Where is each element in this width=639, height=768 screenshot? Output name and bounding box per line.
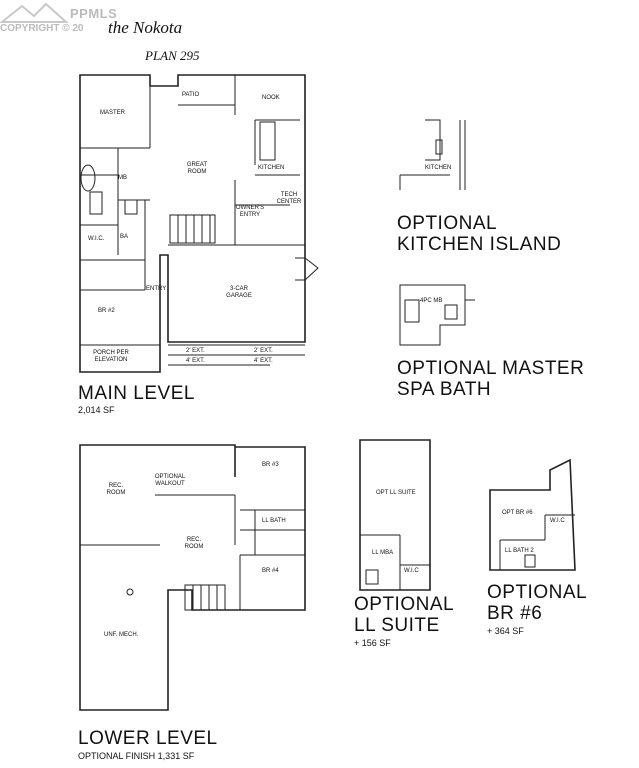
watermark-brand: PPMLS [70,6,118,21]
ext-label-3: 2' EXT. [254,348,273,354]
ext-label-4: 4' EXT. [254,358,273,364]
room-rec-1: REC. ROOM [106,483,126,496]
room-br2: BR #2 [98,308,115,314]
mountain-logo-icon [0,2,69,23]
opt-master-drawing [399,284,475,346]
lower-level-outline [79,444,306,711]
ext-label-2: 4' EXT. [186,358,205,364]
room-great-room: GREAT ROOM [186,162,208,175]
ll-suite-outline [359,439,431,591]
ll-suite-label-2: LL SUITE [354,615,440,636]
room-tech-center: TECH CENTER [276,192,302,205]
opt-master-room: 4PC MB [420,298,443,304]
room-wic: W.I.C. [88,236,105,242]
br6-area: + 364 SF [487,626,524,636]
opt-master-label-1: OPTIONAL MASTER [397,358,585,379]
opt-kitchen-label-1: OPTIONAL [397,213,498,234]
watermark-copyright: COPYRIGHT © 20 [0,23,84,34]
room-opt-ll-suite: OPT LL SUITE [376,490,416,496]
room-ll-bath: LL BATH [262,518,286,524]
room-walkout: OPTIONAL WALKOUT [154,474,186,487]
room-master: MASTER [100,110,126,116]
room-ba: BA [120,234,129,240]
room-rec-2: REC. ROOM [184,537,204,550]
room-ll-wic: W.I.C [404,568,419,574]
room-porch: PORCH PER ELEVATION [93,350,129,363]
room-mech: UNF. MECH. [104,632,139,638]
plan-title: the Nokota [108,18,183,37]
lower-level-area: OPTIONAL FINISH 1,331 SF [78,751,195,761]
room-opt-br6: OPT BR #6 [502,510,533,516]
main-level-area: 2,014 SF [78,405,115,415]
room-ll-mba: LL MBA [372,550,394,556]
br6-outline [489,458,576,571]
room-br3: BR #3 [262,462,279,468]
room-nook: NOOK [262,95,280,101]
opt-master-label-2: SPA BATH [397,379,492,400]
ext-label-1: 2' EXT. [186,348,205,354]
opt-kitchen-label-2: KITCHEN ISLAND [397,234,562,255]
room-owners-entry: OWNER'S ENTRY [235,205,265,218]
ll-suite-area: + 156 SF [354,638,391,648]
room-kitchen: KITCHEN [258,165,285,171]
opt-kitchen-room: KITCHEN [425,165,452,171]
opt-kitchen-drawing [399,119,466,190]
room-entry: ENTRY [146,286,167,292]
room-ll-bath-2: LL BATH 2 [505,548,534,554]
main-level-label: MAIN LEVEL [78,383,195,404]
br6-label-1: OPTIONAL [487,582,588,603]
watermark-logo [0,0,125,42]
room-mb: MB [118,175,127,181]
ll-suite-label-1: OPTIONAL [354,594,455,615]
room-br6-wic: W.I.C [550,518,565,524]
room-garage: 3-CAR GARAGE [226,286,252,299]
lower-level-label: LOWER LEVEL [78,728,218,749]
br6-label-2: BR #6 [487,603,543,624]
room-patio: PATIO [182,92,200,98]
room-br4: BR #4 [262,568,279,574]
plan-number: PLAN 295 [145,48,200,63]
